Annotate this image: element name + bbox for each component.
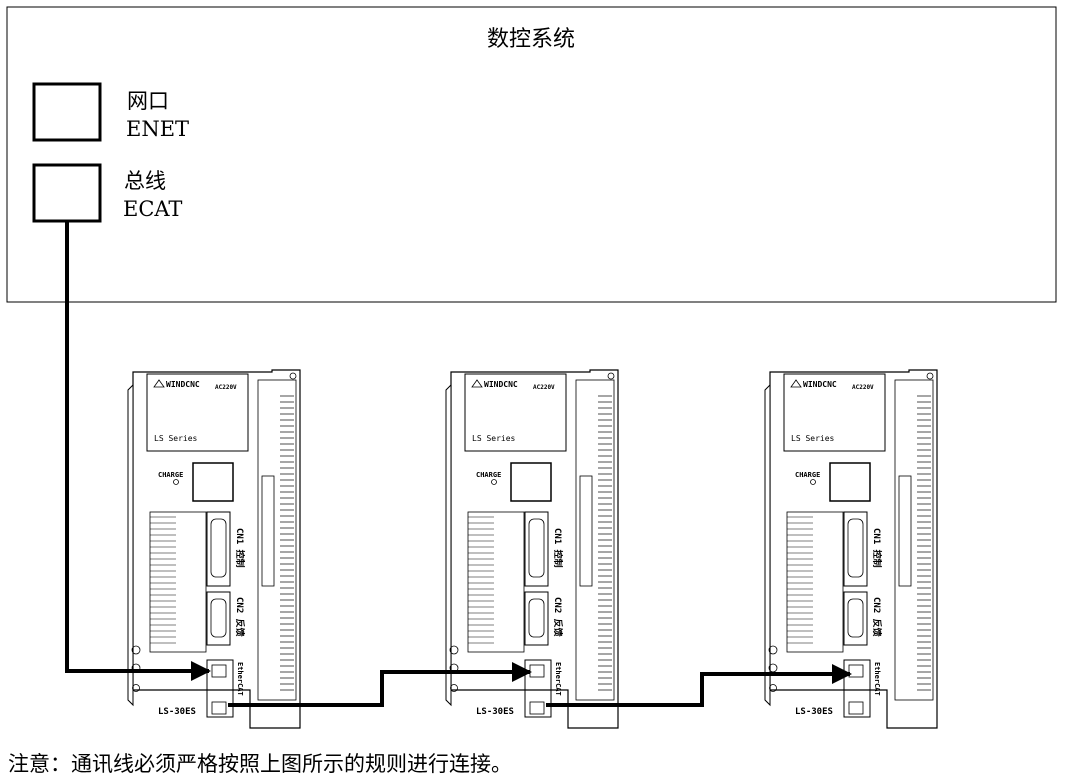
enet-label-en: ENET (126, 117, 189, 141)
display-window (510, 462, 552, 502)
cable-system-to-drive-1 (65, 221, 211, 681)
ecat-label-cn: 总线 (124, 169, 166, 193)
servo-drive-1: WINDCNC AC220V LS Series CHARGE CN1 控制 C… (127, 369, 301, 729)
connection-note: 注意：通讯线必须严格按照上图所示的规则进行连接。 (8, 752, 512, 776)
series-label: LS Series (472, 434, 516, 443)
charge-label: CHARGE (795, 471, 820, 479)
voltage-label: AC220V (852, 384, 874, 391)
ethercat-label: EtherCAT (554, 662, 562, 696)
ethercat-port (843, 659, 871, 718)
cn2-label: CN2 反馈 (552, 597, 564, 637)
servo-drive-2: WINDCNC AC220V LS Series CHARGE CN1 控制 C… (445, 369, 619, 729)
cable-drive-2-to-drive-3 (546, 664, 852, 707)
brand-label: WINDCNC (484, 380, 518, 389)
cn1-connector (206, 511, 231, 587)
enet-port (32, 82, 102, 142)
cnc-system-box: 数控系统 网口 ENET 总线 ECAT (6, 6, 1057, 303)
cn2-connector (524, 591, 549, 646)
ecat-port (32, 163, 102, 223)
servo-drive-3: WINDCNC AC220V LS Series CHARGE CN1 控制 C… (764, 369, 938, 729)
enet-label-cn: 网口 (127, 89, 169, 113)
cn2-label: CN2 反馈 (871, 597, 883, 637)
ethercat-port (206, 659, 234, 718)
ethercat-label: EtherCAT (873, 662, 881, 696)
cn2-connector (206, 591, 231, 646)
ethercat-label: EtherCAT (236, 662, 244, 696)
ecat-label-en: ECAT (123, 197, 182, 221)
cn1-label: CN1 控制 (871, 528, 883, 568)
cn1-connector (524, 511, 549, 587)
ethercat-port (524, 659, 552, 718)
voltage-label: AC220V (533, 384, 555, 391)
brand-label: WINDCNC (166, 380, 200, 389)
system-title: 数控系统 (487, 27, 575, 52)
voltage-label: AC220V (215, 384, 237, 391)
model-label: LS-30ES (476, 707, 514, 717)
display-window (829, 462, 871, 502)
brand-label: WINDCNC (803, 380, 837, 389)
model-label: LS-30ES (795, 707, 833, 717)
cn2-label: CN2 反馈 (234, 597, 246, 637)
display-window (192, 462, 234, 502)
cn1-label: CN1 控制 (552, 528, 564, 568)
charge-label: CHARGE (476, 471, 501, 479)
series-label: LS Series (791, 434, 835, 443)
model-label: LS-30ES (158, 707, 196, 717)
cn1-connector (843, 511, 868, 587)
series-label: LS Series (154, 434, 198, 443)
cn1-label: CN1 控制 (234, 528, 246, 568)
charge-label: CHARGE (158, 471, 183, 479)
cn2-connector (843, 591, 868, 646)
cable-drive-1-to-drive-2 (228, 662, 532, 707)
